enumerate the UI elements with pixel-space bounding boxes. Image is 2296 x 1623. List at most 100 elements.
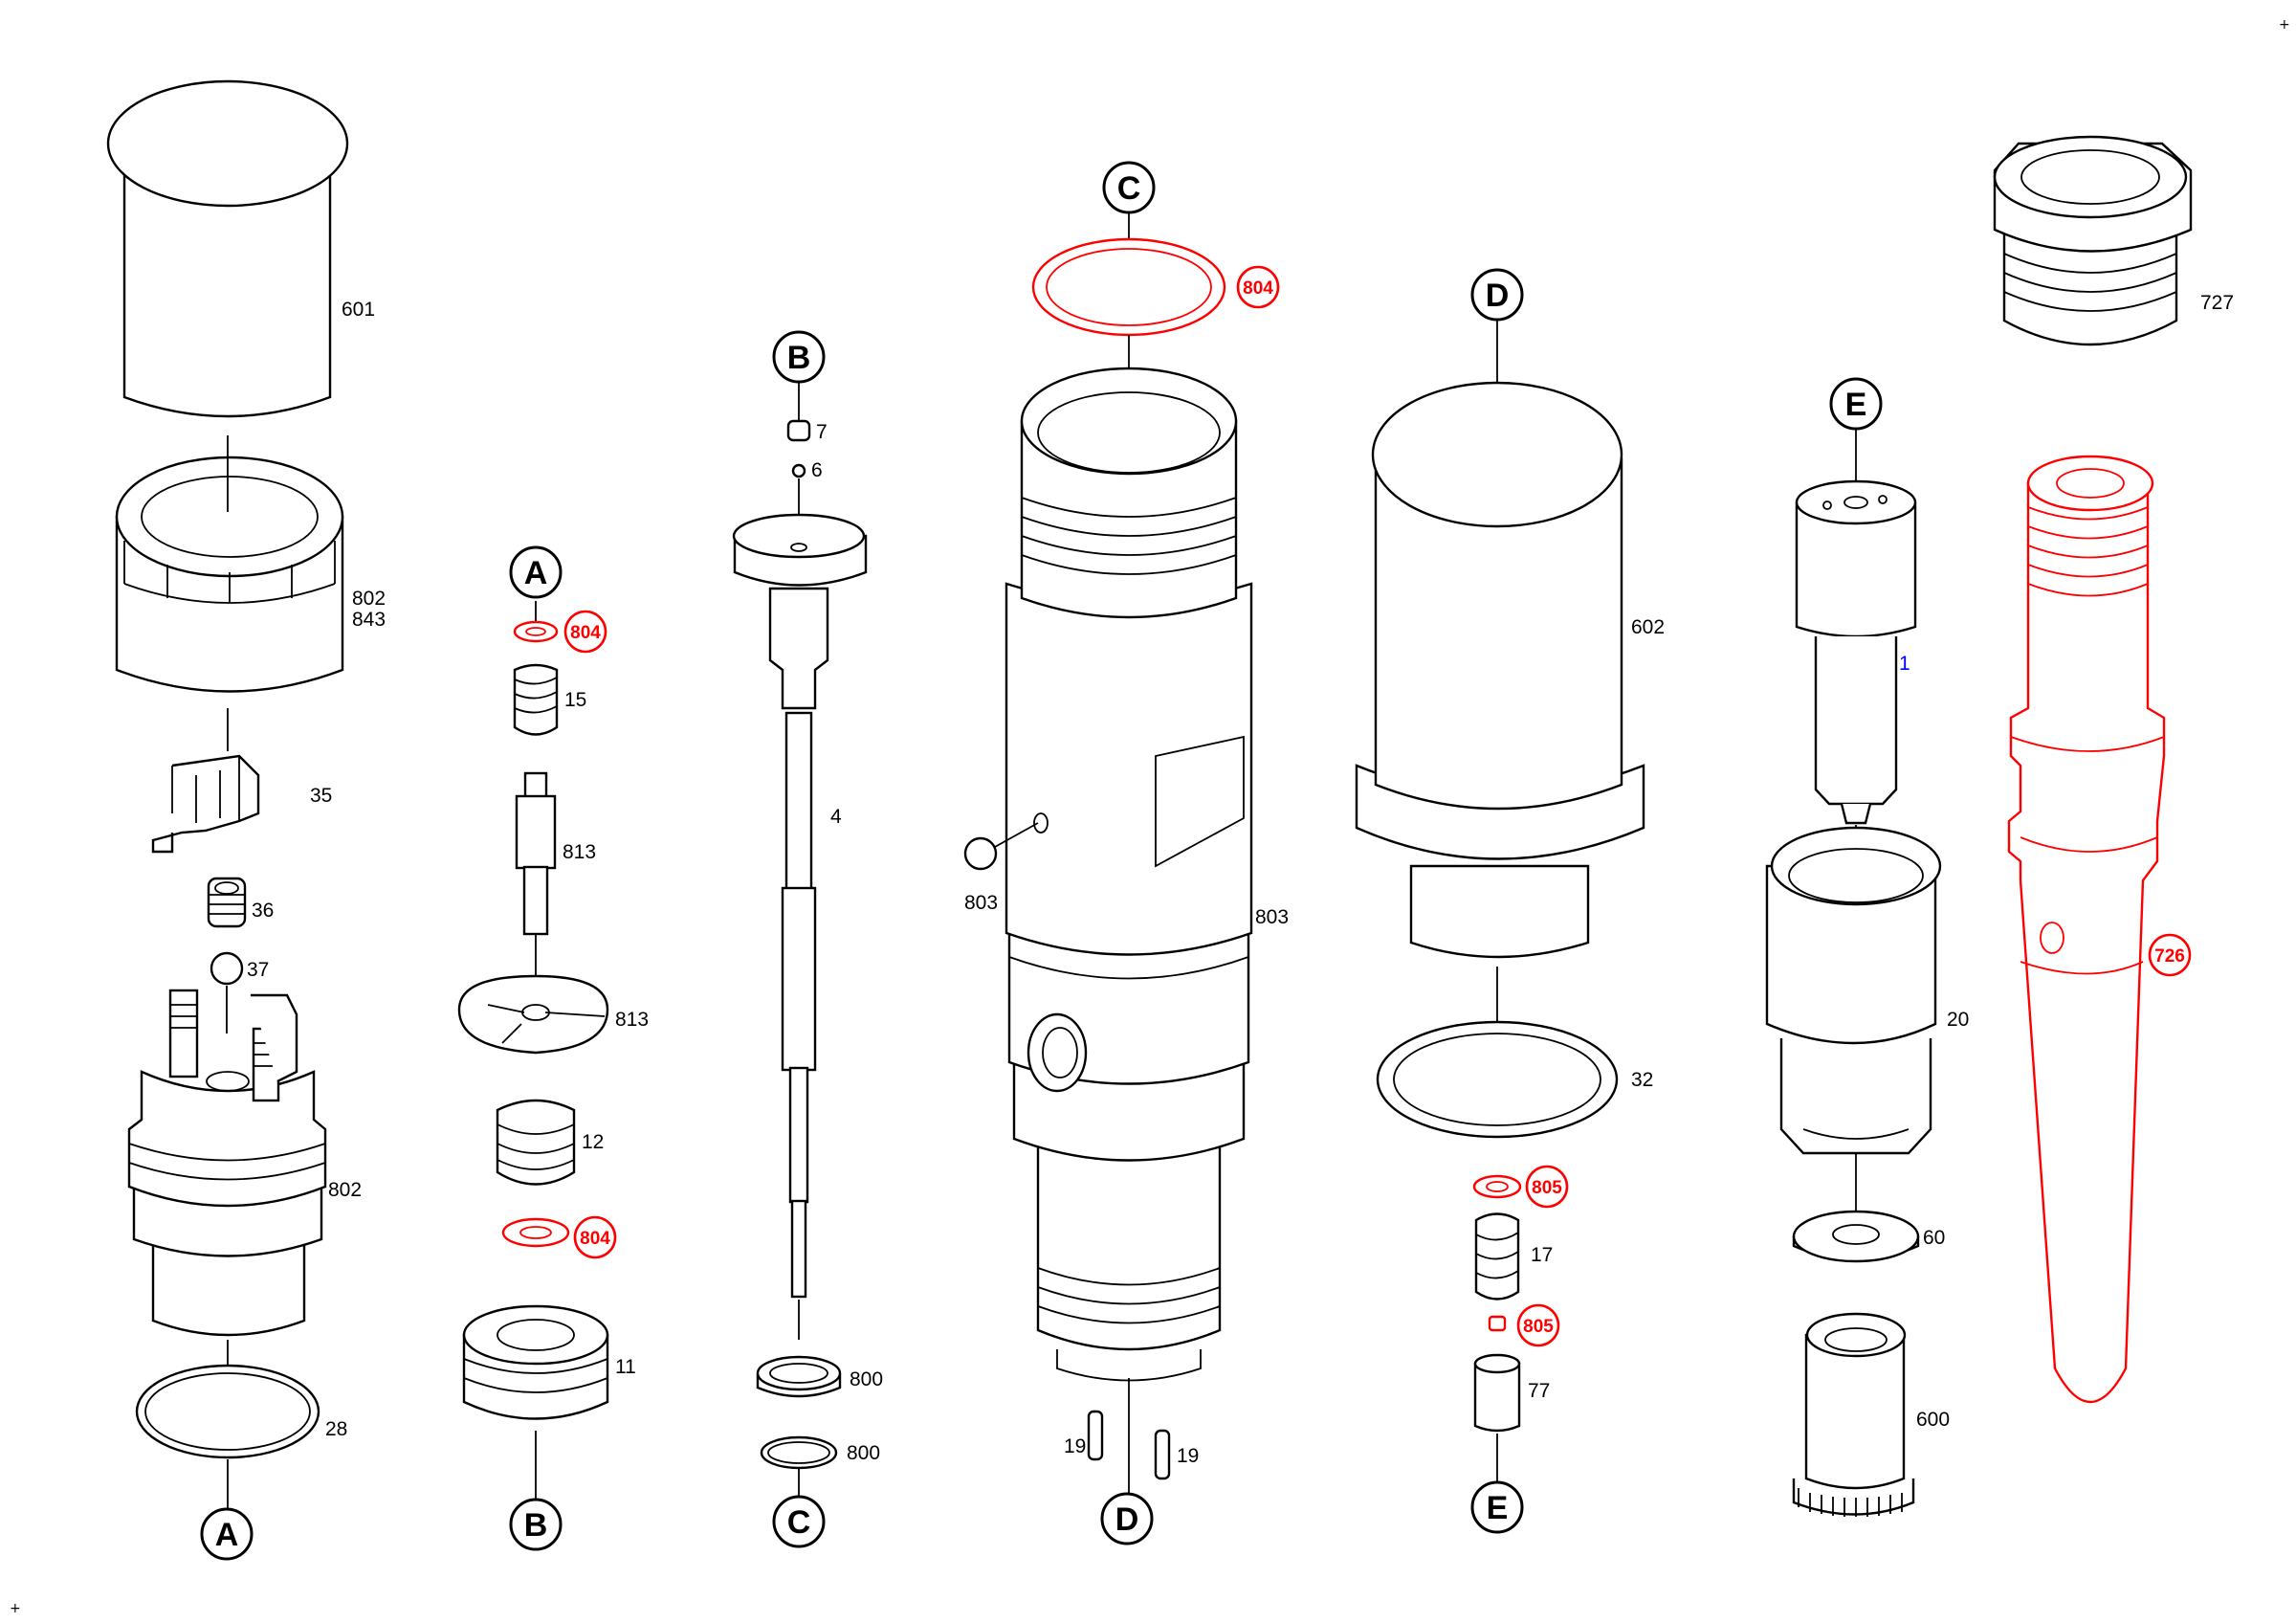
ball-37 (210, 951, 244, 986)
cap-601 (106, 79, 349, 418)
part-label-19-b: 19 (1177, 1445, 1199, 1467)
callout-805-a-label: 805 (1532, 1178, 1562, 1198)
connector-a-top: A (509, 545, 563, 599)
part-label-15: 15 (564, 689, 586, 711)
part-label-19-a: 19 (1064, 1435, 1086, 1457)
ring-800-a (756, 1355, 842, 1398)
part-label-35: 35 (310, 785, 332, 807)
nut-802-843 (115, 456, 344, 693)
connector-b-top: B (772, 330, 826, 384)
part-label-20: 20 (1947, 1009, 1969, 1031)
part-label-843: 843 (352, 609, 386, 631)
rod-4 (781, 711, 817, 1299)
sleeve-602 (1355, 381, 1645, 959)
ring-804-c (1031, 237, 1226, 337)
part-label-11: 11 (615, 1356, 636, 1378)
connector-d-bottom: D (1100, 1492, 1154, 1545)
connector-e-top-label: E (1845, 387, 1867, 423)
ball-803 (963, 822, 1039, 871)
valve-seat (732, 513, 868, 710)
piece-77 (1473, 1353, 1521, 1433)
part-label-600: 600 (1916, 1409, 1950, 1431)
callout-805-a: 805 (1525, 1165, 1569, 1209)
callout-804-c-label: 804 (1243, 278, 1273, 299)
callout-804-a-label: 804 (570, 623, 601, 643)
part-label-803-ball: 803 (964, 892, 998, 914)
connector-b-bottom-label: B (524, 1507, 548, 1544)
part-label-803-body: 803 (1255, 906, 1289, 928)
spring-17 (1474, 1212, 1520, 1301)
washer-804-b (501, 1217, 570, 1248)
connector-c-bottom-label: C (787, 1504, 811, 1541)
connector-b-top-label: B (787, 340, 811, 376)
clip-35 (151, 754, 260, 854)
piece-600 (1792, 1312, 1915, 1517)
part-label-802: 802 (352, 588, 386, 610)
callout-804-c: 804 (1236, 265, 1280, 309)
pin-19-b (1154, 1429, 1171, 1480)
spring-15 (513, 663, 559, 736)
washer-804-a (513, 620, 559, 643)
callout-804-b: 804 (573, 1215, 617, 1259)
oring-28 (135, 1364, 320, 1459)
part-label-37: 37 (247, 959, 269, 981)
connector-e-bottom-label: E (1487, 1490, 1509, 1526)
ball-6 (791, 463, 806, 478)
injector-body-803 (1004, 367, 1253, 1382)
connector-b-bottom: B (509, 1498, 563, 1551)
connector-d-top-label: D (1486, 278, 1510, 314)
pressure-pipe-726 (2007, 455, 2166, 1404)
callout-726: 726 (2148, 933, 2192, 977)
nut-11 (462, 1304, 609, 1420)
washer-805-a (1472, 1174, 1522, 1199)
washer-60 (1792, 1210, 1920, 1263)
connector-a-bottom: A (200, 1507, 254, 1561)
part-label-800-a: 800 (850, 1368, 883, 1390)
part-label-813-plate: 813 (615, 1009, 649, 1031)
connector-e-bottom: E (1470, 1480, 1524, 1534)
part-label-602: 602 (1631, 616, 1665, 638)
part-label-1: 1 (1899, 653, 1910, 675)
fitting-727 (1993, 135, 2193, 346)
corner-mark-top-right: + (2279, 17, 2290, 33)
screw-36 (207, 877, 247, 928)
part-label-800-b: 800 (847, 1442, 880, 1464)
callout-726-label: 726 (2154, 946, 2185, 967)
part-label-32: 32 (1631, 1069, 1653, 1091)
nozzle-nut-20 (1765, 826, 1942, 1155)
corner-mark-bottom-left: + (10, 1601, 21, 1616)
connector-c-top: C (1102, 161, 1156, 214)
part-label-7: 7 (816, 421, 828, 443)
callout-805-b: 805 (1516, 1303, 1560, 1347)
part-label-4: 4 (830, 806, 842, 828)
part-label-601: 601 (342, 299, 375, 321)
pin-7 (786, 419, 811, 442)
part-label-12: 12 (582, 1131, 604, 1153)
part-label-77: 77 (1528, 1380, 1550, 1402)
part-label-802-body: 802 (328, 1179, 362, 1201)
connector-e-top: E (1829, 377, 1883, 431)
connector-c-bottom: C (772, 1495, 826, 1548)
callout-804-a: 804 (563, 610, 607, 654)
callout-805-b-label: 805 (1523, 1317, 1554, 1337)
callout-804-b-label: 804 (580, 1229, 610, 1249)
connector-d-bottom-label: D (1115, 1501, 1139, 1538)
part-label-813-valve: 813 (563, 841, 596, 863)
pin-19-a (1087, 1410, 1104, 1461)
spring-12 (496, 1099, 576, 1186)
nozzle-1 (1795, 479, 1917, 825)
part-label-6: 6 (811, 459, 823, 481)
valve-813 (515, 771, 557, 936)
ring-800-b (760, 1435, 838, 1470)
body-802 (127, 989, 327, 1337)
part-label-727: 727 (2200, 292, 2234, 314)
part-label-17: 17 (1531, 1244, 1553, 1266)
connector-d-top: D (1470, 268, 1524, 322)
oring-32 (1376, 1020, 1619, 1139)
part-label-28: 28 (325, 1418, 347, 1440)
washer-805-b (1488, 1315, 1507, 1332)
connector-a-bottom-label: A (215, 1517, 239, 1553)
part-label-36: 36 (252, 900, 274, 922)
connector-c-top-label: C (1117, 170, 1141, 207)
